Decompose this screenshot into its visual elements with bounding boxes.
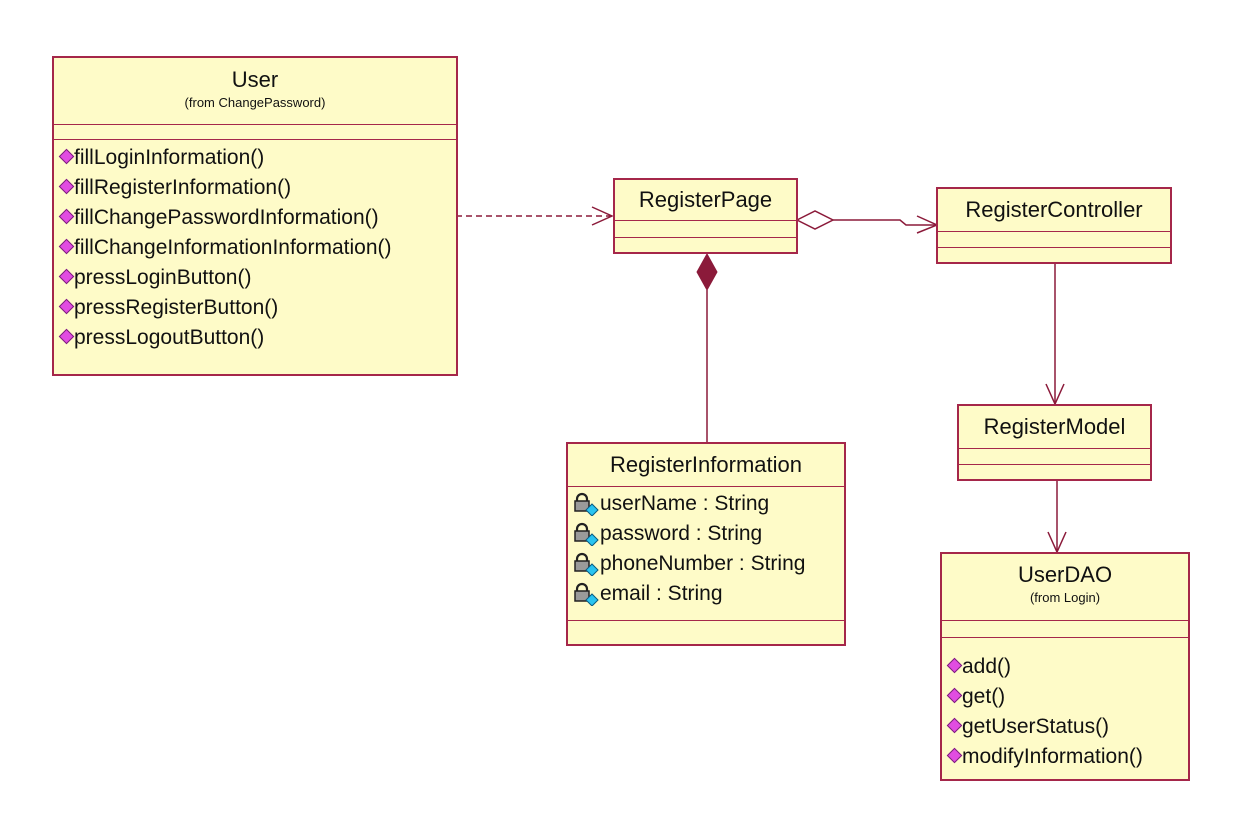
aggregation-diamond: [795, 210, 835, 230]
attributes-compartment: [54, 124, 456, 139]
attribute-row: phoneNumber : String: [568, 549, 844, 579]
class-register-information[interactable]: RegisterInformation userName : String pa…: [566, 442, 846, 646]
class-name: UserDAO: [1017, 562, 1113, 587]
attributes-compartment: userName : String password : String phon…: [568, 486, 844, 620]
operation-label: pressLogoutButton(): [74, 326, 265, 349]
operation-row: add(): [942, 652, 1188, 682]
public-operation-icon: [58, 238, 75, 255]
public-operation-icon: [946, 687, 963, 704]
public-operation-icon: [58, 268, 75, 285]
private-attribute-icon: [574, 522, 599, 546]
attribute-row: userName : String: [568, 489, 844, 519]
operation-label: get(): [962, 685, 1006, 708]
class-name: RegisterController: [965, 197, 1143, 222]
public-operation-icon: [946, 657, 963, 674]
operation-label: add(): [962, 655, 1012, 678]
operation-row: pressRegisterButton(): [54, 293, 456, 323]
class-package: (from ChangePassword): [184, 95, 326, 110]
operations-compartment: [568, 620, 844, 645]
attributes-compartment: [938, 231, 1170, 247]
class-header: RegisterInformation: [568, 444, 844, 486]
attribute-label: email : String: [600, 582, 723, 605]
attribute-row: email : String: [568, 579, 844, 609]
public-operation-icon: [58, 298, 75, 315]
aggregation-line: [833, 219, 937, 226]
class-header: RegisterController: [938, 189, 1170, 231]
attribute-label: phoneNumber : String: [600, 552, 806, 575]
operation-row: pressLoginButton(): [54, 263, 456, 293]
public-operation-icon: [58, 178, 75, 195]
class-register-controller[interactable]: RegisterController: [936, 187, 1172, 264]
public-operation-icon: [58, 328, 75, 345]
private-attribute-icon: [574, 492, 599, 516]
class-user-dao[interactable]: UserDAO (from Login) add() get() getUser…: [940, 552, 1190, 781]
operation-label: fillLoginInformation(): [74, 146, 265, 169]
operation-row: pressLogoutButton(): [54, 323, 456, 353]
operation-row: get(): [942, 682, 1188, 712]
class-user[interactable]: User (from ChangePassword) fillLoginInfo…: [52, 56, 458, 376]
class-register-model[interactable]: RegisterModel: [957, 404, 1152, 481]
public-operation-icon: [58, 148, 75, 165]
private-attribute-icon: [574, 552, 599, 576]
public-operation-icon: [946, 717, 963, 734]
operation-label: fillChangePasswordInformation(): [74, 206, 379, 229]
operation-row: modifyInformation(): [942, 742, 1188, 772]
class-header: User (from ChangePassword): [54, 58, 456, 124]
operation-row: fillLoginInformation(): [54, 143, 456, 173]
class-header: RegisterPage: [615, 180, 796, 220]
attributes-compartment: [615, 220, 796, 237]
public-operation-icon: [58, 208, 75, 225]
operation-row: fillChangePasswordInformation(): [54, 203, 456, 233]
class-name: RegisterPage: [638, 187, 773, 212]
class-header: UserDAO (from Login): [942, 554, 1188, 620]
class-name: RegisterModel: [983, 414, 1126, 439]
public-operation-icon: [946, 747, 963, 764]
dependency-arrowhead: [591, 206, 614, 226]
attributes-compartment: [959, 448, 1150, 464]
operations-compartment: [615, 237, 796, 254]
attribute-label: password : String: [600, 522, 763, 545]
operation-label: pressRegisterButton(): [74, 296, 279, 319]
operation-label: fillChangeInformationInformation(): [74, 236, 392, 259]
class-header: RegisterModel: [959, 406, 1150, 448]
attribute-row: password : String: [568, 519, 844, 549]
operation-row: fillRegisterInformation(): [54, 173, 456, 203]
class-name: User: [231, 67, 279, 92]
operation-label: getUserStatus(): [962, 715, 1110, 738]
private-attribute-icon: [574, 582, 599, 606]
operation-row: fillChangeInformationInformation(): [54, 233, 456, 263]
operations-compartment: fillLoginInformation() fillRegisterInfor…: [54, 139, 456, 353]
operations-compartment: [938, 247, 1170, 263]
class-package: (from Login): [1029, 590, 1101, 605]
operation-label: pressLoginButton(): [74, 266, 252, 289]
operation-row: getUserStatus(): [942, 712, 1188, 742]
operation-label: fillRegisterInformation(): [74, 176, 292, 199]
composition-diamond: [696, 252, 718, 292]
attributes-compartment: [942, 620, 1188, 637]
class-register-page[interactable]: RegisterPage: [613, 178, 798, 254]
operations-compartment: add() get() getUserStatus() modifyInform…: [942, 637, 1188, 772]
attribute-label: userName : String: [600, 492, 770, 515]
operation-label: modifyInformation(): [962, 745, 1143, 768]
class-name: RegisterInformation: [610, 452, 802, 477]
operations-compartment: [959, 464, 1150, 480]
